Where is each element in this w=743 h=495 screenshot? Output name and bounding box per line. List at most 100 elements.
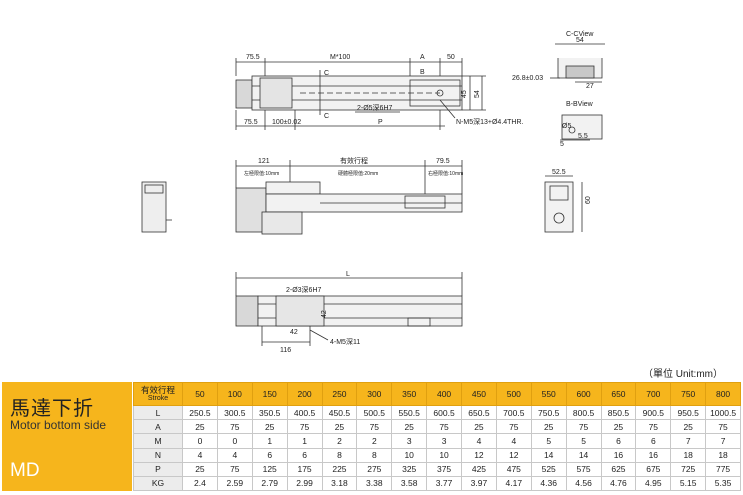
bottom-w3: 42 bbox=[290, 329, 298, 336]
table-cell: 900.5 bbox=[635, 405, 672, 421]
table-cell: 0 bbox=[216, 433, 253, 449]
table-cell: 750.5 bbox=[530, 405, 567, 421]
c-view-r: 27 bbox=[586, 83, 594, 90]
table-cell: 25 bbox=[182, 461, 218, 477]
stroke-header-cell: 700 bbox=[635, 381, 672, 407]
table-cell: 25 bbox=[530, 419, 567, 435]
table-cell: 475 bbox=[495, 461, 532, 477]
bottom-w1: 42 bbox=[321, 310, 328, 318]
table-cell: 2.99 bbox=[286, 475, 323, 492]
table-cell: 4 bbox=[495, 433, 532, 449]
stroke-header-cell: 750 bbox=[670, 381, 707, 407]
table-cell: 425 bbox=[461, 461, 497, 477]
row-label: A bbox=[133, 419, 183, 435]
table-cell: 14 bbox=[565, 447, 602, 463]
right-end-view bbox=[544, 175, 583, 233]
table-cell: 375 bbox=[426, 461, 462, 477]
table-cell: 2.59 bbox=[216, 475, 253, 492]
table-cell: 800.5 bbox=[565, 405, 602, 421]
table-cell: 850.5 bbox=[600, 405, 637, 421]
table-cell: 6 bbox=[600, 433, 637, 449]
b-view-title: B-BView bbox=[566, 101, 594, 108]
table-cell: 175 bbox=[286, 461, 323, 477]
dim-top-8: 45 bbox=[461, 90, 468, 98]
stroke-header-cell: 150 bbox=[251, 381, 288, 407]
technical-drawing: 75.5 M*100 A 50 75.5 100±0.02 P 45 54 C … bbox=[141, 31, 605, 354]
table-cell: 5 bbox=[565, 433, 602, 449]
section-mark-b: B bbox=[420, 69, 425, 76]
dim-top-3: A bbox=[420, 54, 425, 61]
table-cell: 4.17 bbox=[495, 475, 532, 492]
section-mark-c2: C bbox=[324, 113, 329, 120]
table-cell: 675 bbox=[635, 461, 672, 477]
b-view-d1: Ø5 bbox=[562, 123, 571, 130]
table-cell: 16 bbox=[600, 447, 637, 463]
stroke-header-cell: 800 bbox=[705, 381, 741, 407]
dim-top-7: P bbox=[378, 119, 383, 126]
bottom-view bbox=[235, 272, 463, 346]
row-label: P bbox=[133, 461, 183, 477]
c-view-height: 26.8±0.03 bbox=[512, 75, 543, 82]
table-cell: 75 bbox=[635, 419, 672, 435]
table-cell: 25 bbox=[182, 419, 218, 435]
panel-title-en: Motor bottom side bbox=[10, 418, 107, 432]
b-view-d2: 5.5 bbox=[578, 133, 588, 140]
table-cell: 75 bbox=[495, 419, 532, 435]
dim-top-9: 54 bbox=[474, 90, 481, 98]
stroke-header-cell: 600 bbox=[565, 381, 602, 407]
side-right-dim: 79.5 bbox=[436, 158, 450, 165]
table-cell: 25 bbox=[670, 419, 707, 435]
bottom-callout-1: 2-Ø3深6H7 bbox=[286, 285, 322, 294]
stroke-header-cell: 500 bbox=[495, 381, 532, 407]
section-mark-c1: C bbox=[324, 70, 329, 77]
table-cell: 3 bbox=[391, 433, 428, 449]
table-cell: 650.5 bbox=[461, 405, 497, 421]
table-cell: 3.97 bbox=[461, 475, 497, 492]
left-end-view bbox=[141, 181, 172, 233]
side-left-note: 左極限值:10mm bbox=[244, 170, 279, 177]
table-cell: 4 bbox=[461, 433, 497, 449]
table-cell: 3.38 bbox=[356, 475, 393, 492]
spec-header-zh: 有效行程 bbox=[140, 384, 175, 395]
table-cell: 125 bbox=[251, 461, 288, 477]
stroke-header-cell: 350 bbox=[391, 381, 428, 407]
table-cell: 7 bbox=[670, 433, 707, 449]
table-cell: 4.36 bbox=[530, 475, 567, 492]
table-cell: 2 bbox=[356, 433, 393, 449]
stroke-header-cell: 200 bbox=[286, 381, 323, 407]
top-view bbox=[235, 58, 486, 130]
table-cell: 700.5 bbox=[495, 405, 532, 421]
table-cell: 4 bbox=[216, 447, 253, 463]
side-right-note: 右極限值:10mm bbox=[428, 170, 463, 177]
table-cell: 2.4 bbox=[182, 475, 218, 492]
table-cell: 14 bbox=[530, 447, 567, 463]
table-cell: 18 bbox=[670, 447, 707, 463]
side-mid-note: 硬體極限值:20mm bbox=[338, 170, 378, 177]
table-cell: 6 bbox=[635, 433, 672, 449]
table-cell: 325 bbox=[391, 461, 428, 477]
bottom-w2: 116 bbox=[280, 347, 291, 354]
table-cell: 10 bbox=[426, 447, 462, 463]
table-cell: 550.5 bbox=[391, 405, 428, 421]
table-cell: 6 bbox=[286, 447, 323, 463]
dim-top-5: 75.5 bbox=[244, 119, 258, 126]
table-cell: 300.5 bbox=[216, 405, 253, 421]
row-label: N bbox=[133, 447, 183, 463]
stroke-header-cell: 300 bbox=[356, 381, 393, 407]
side-left-dim: 121 bbox=[258, 158, 270, 165]
table-cell: 775 bbox=[705, 461, 741, 477]
table-cell: 8 bbox=[356, 447, 393, 463]
table-cell: 250.5 bbox=[182, 405, 218, 421]
table-cell: 3.18 bbox=[321, 475, 358, 492]
stroke-header-cell: 400 bbox=[426, 381, 462, 407]
table-cell: 1 bbox=[286, 433, 323, 449]
table-cell: 3.77 bbox=[426, 475, 462, 492]
table-cell: 2.79 bbox=[251, 475, 288, 492]
table-cell: 500.5 bbox=[356, 405, 393, 421]
table-cell: 225 bbox=[321, 461, 358, 477]
table-cell: 4 bbox=[182, 447, 218, 463]
